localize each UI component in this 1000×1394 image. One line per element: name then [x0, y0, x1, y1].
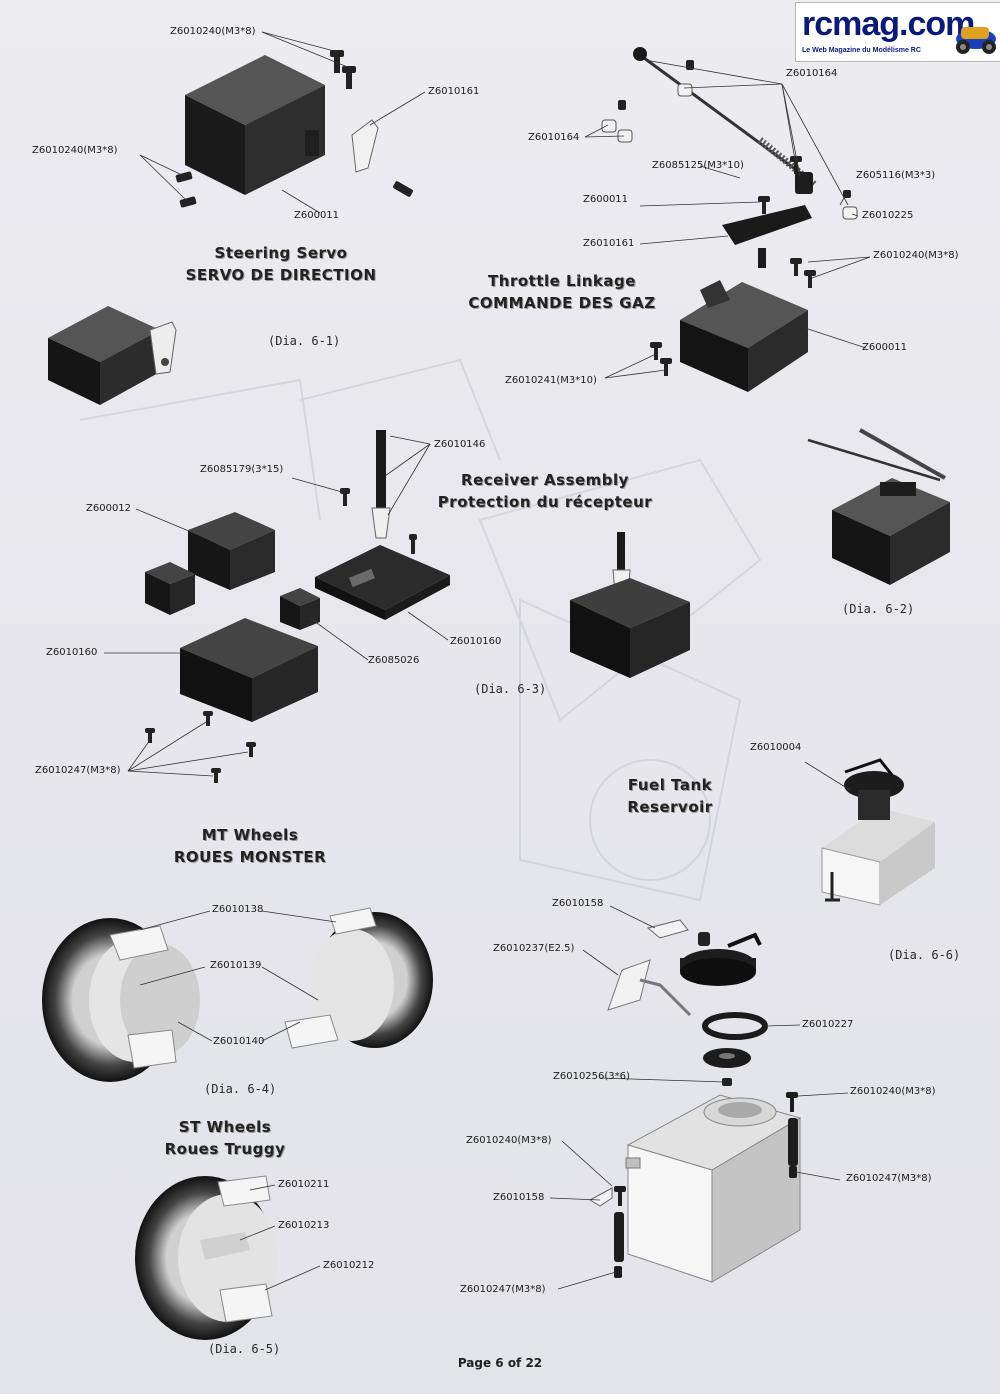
part-label: Z6085125(M3*10): [652, 160, 744, 171]
fuel-title-en: Fuel Tank: [627, 776, 713, 794]
throttle-title-fr: COMMANDE DES GAZ: [468, 294, 656, 312]
part-label: Z6010161: [583, 238, 635, 249]
part-label: Z6010240(M3*8): [873, 250, 959, 261]
logo-tagline: Le Web Magazine du Modélisme RC: [802, 47, 921, 54]
diagram-caption-6-6: (Dia. 6-6): [888, 948, 961, 962]
mt-wheels-title-fr: ROUES MONSTER: [173, 848, 327, 866]
fuel-tank-title: Fuel Tank Reservoir: [610, 776, 730, 816]
diagram-caption-6-2: (Dia. 6-2): [842, 602, 915, 616]
page-number: Page 6 of 22: [457, 1356, 543, 1370]
part-label: Z6010160: [450, 636, 502, 647]
receiver-assembly-exploded: [104, 430, 450, 783]
rcmag-logo[interactable]: rcmag.com Le Web Magazine du Modélisme R…: [795, 2, 1000, 62]
part-label: Z600011: [862, 342, 908, 353]
part-label: Z6085026: [368, 655, 420, 666]
part-label: Z6010211: [278, 1179, 330, 1190]
throttle-title-en: Throttle Linkage: [488, 272, 636, 290]
part-label: Z6010247(M3*8): [460, 1284, 546, 1295]
receiver-title-fr: Protection du récepteur: [437, 493, 653, 511]
part-label: Z6010158: [493, 1192, 545, 1203]
part-label: Z6010240(M3*8): [32, 145, 118, 156]
diagram-caption-6-1: (Dia. 6-1): [268, 334, 341, 348]
part-label: Z6010140: [213, 1036, 265, 1047]
part-label: Z6010164: [528, 132, 580, 143]
throttle-linkage-title: Throttle Linkage COMMANDE DES GAZ: [462, 272, 662, 312]
throttle-servo-assembled: [807, 428, 950, 585]
part-label: Z6010240(M3*8): [170, 26, 256, 37]
receiver-title-en: Receiver Assembly: [461, 471, 629, 489]
throttle-linkage-exploded: [584, 47, 871, 392]
diagram-caption-6-5: (Dia. 6-5): [208, 1342, 281, 1356]
part-label: Z6010212: [323, 1260, 375, 1271]
part-label: Z6010237(E2.5): [493, 943, 575, 954]
part-label: Z6010158: [552, 898, 604, 909]
part-label: Z6010241(M3*10): [505, 375, 597, 386]
part-label: Z6010160: [46, 647, 98, 658]
part-label: Z6010247(M3*8): [35, 765, 121, 776]
part-label: Z6010161: [428, 86, 480, 97]
part-label: Z6010004: [750, 742, 802, 753]
background-chassis-ghost: [79, 358, 762, 902]
part-label: Z6010146: [434, 439, 486, 450]
part-label: Z6010138: [212, 904, 264, 915]
part-label: Z6010256(3*6): [553, 1071, 630, 1082]
part-label: Z600012: [86, 503, 132, 514]
steering-title-fr: SERVO DE DIRECTION: [185, 266, 377, 284]
fuel-tank-exploded: [549, 905, 849, 1290]
mt-wheels-title-en: MT Wheels: [201, 826, 299, 844]
st-wheels-illustration: [135, 1175, 321, 1340]
mt-wheels-illustration: [42, 907, 433, 1082]
part-label: Z6010227: [802, 1019, 854, 1030]
part-label: Z600011: [583, 194, 629, 205]
steering-servo-exploded: [139, 31, 426, 214]
st-wheels-title-en: ST Wheels: [178, 1118, 272, 1136]
logo-text: rcmag.com: [802, 5, 975, 43]
st-wheels-title-fr: Roues Truggy: [164, 1140, 286, 1158]
receiver-assembly-title: Receiver Assembly Protection du récepteu…: [420, 471, 670, 511]
part-label: Z6010240(M3*8): [850, 1086, 936, 1097]
part-label: Z6010164: [786, 68, 838, 79]
rc-car-icon: [956, 27, 996, 54]
st-wheels-title: ST Wheels Roues Truggy: [150, 1118, 300, 1158]
fuel-title-fr: Reservoir: [627, 798, 713, 816]
diagram-caption-6-4: (Dia. 6-4): [204, 1082, 277, 1096]
steering-title-en: Steering Servo: [214, 244, 348, 262]
part-label: Z6010225: [862, 210, 914, 221]
diagram-caption-6-3: (Dia. 6-3): [474, 682, 547, 696]
part-label: Z6010139: [210, 960, 262, 971]
mt-wheels-title: MT Wheels ROUES MONSTER: [160, 826, 340, 866]
receiver-assembled: [570, 532, 690, 678]
steering-servo-assembled: [48, 306, 177, 405]
part-label: Z600011: [294, 210, 340, 221]
part-label: Z6010240(M3*8): [466, 1135, 552, 1146]
part-label: Z605116(M3*3): [856, 170, 936, 181]
part-label: Z6010247(M3*8): [846, 1173, 932, 1184]
fuel-tank-assembled: [804, 758, 935, 906]
part-label: Z6010213: [278, 1220, 330, 1231]
steering-servo-title: Steering Servo SERVO DE DIRECTION: [176, 244, 386, 284]
part-label: Z6085179(3*15): [200, 464, 284, 475]
